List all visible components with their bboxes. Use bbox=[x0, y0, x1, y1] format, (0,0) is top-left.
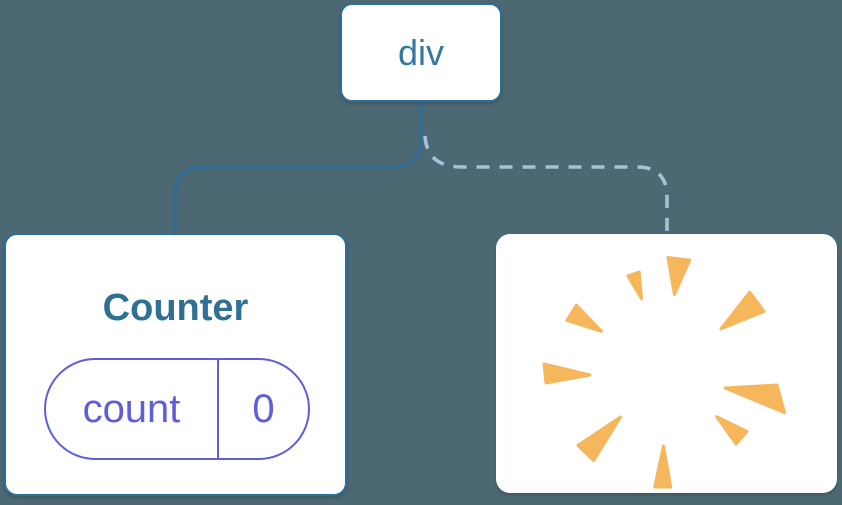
root-div-node: div bbox=[340, 3, 502, 102]
dashed-connector-line bbox=[423, 135, 669, 234]
solid-connector-line bbox=[173, 102, 423, 233]
poof-icon bbox=[542, 256, 786, 489]
counter-component-node: Counter count 0 bbox=[4, 233, 347, 496]
root-node-label: div bbox=[397, 31, 445, 73]
state-pill: count 0 bbox=[44, 358, 310, 460]
state-value: 0 bbox=[252, 387, 275, 431]
counter-title: Counter bbox=[102, 287, 249, 329]
removed-component-node bbox=[496, 234, 837, 493]
state-name: count bbox=[82, 387, 181, 431]
pill-divider bbox=[217, 360, 219, 458]
